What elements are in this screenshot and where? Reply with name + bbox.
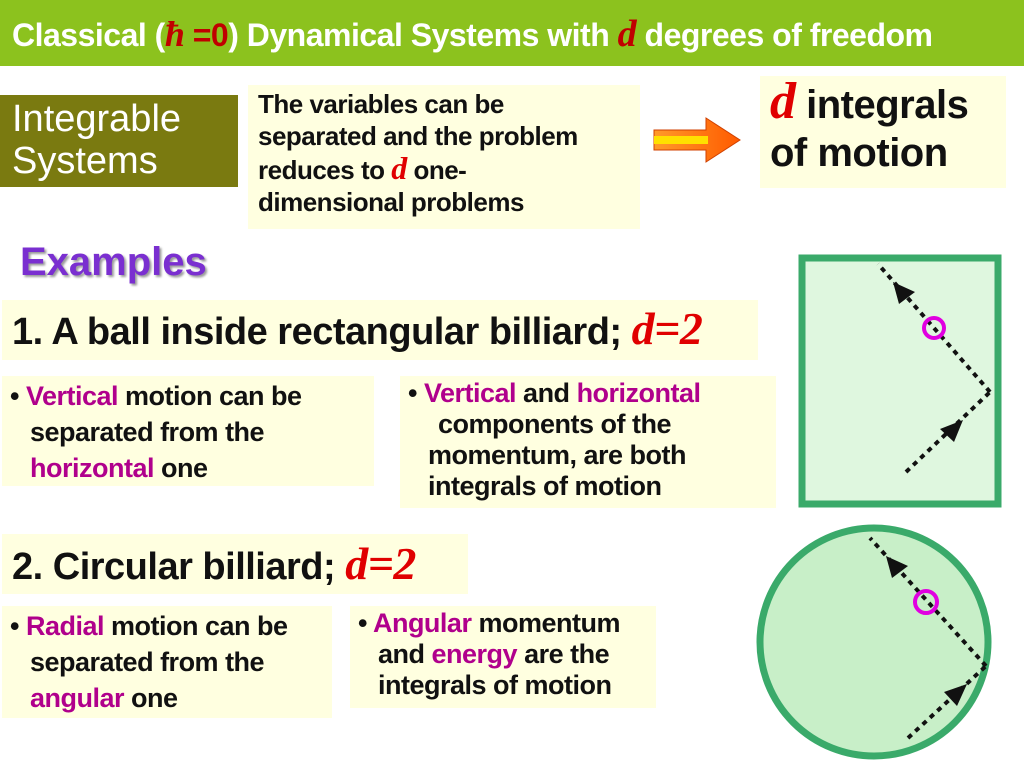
example1-bullet1-box xyxy=(2,376,374,486)
ball xyxy=(913,589,939,615)
example1-d-value: d=2 xyxy=(631,303,703,354)
title-d-symbol: d xyxy=(617,13,637,55)
rectangular-billiard-diagram xyxy=(798,254,1002,508)
right-arrow-icon xyxy=(653,117,741,163)
integrals-of-motion-label: d integrals of motion xyxy=(770,73,969,176)
slide-title: Classical (ħ =0) Dynamical Systems with … xyxy=(12,13,933,55)
example1-bullet2-box xyxy=(400,376,776,508)
hbar-symbol: ħ xyxy=(164,14,185,54)
trajectory-arrow-lower xyxy=(944,684,967,706)
example1-heading: 1. A ball inside rectangular billiard; d… xyxy=(12,303,703,354)
example2-bullet1: • Radial motion can be separated from th… xyxy=(10,611,288,713)
ball xyxy=(922,316,946,340)
circular-billiard-diagram xyxy=(756,524,992,760)
examples-heading: Examples xyxy=(20,240,207,284)
integrable-systems-label: Integrable Systems xyxy=(12,98,182,182)
example2-bullet1-box xyxy=(2,606,332,718)
example2-d-value: d=2 xyxy=(345,538,416,589)
integrable-systems-box xyxy=(0,95,238,187)
example2-bullet2-box xyxy=(350,606,656,708)
example2-heading-box xyxy=(2,534,468,594)
title-equals-zero: =0 xyxy=(184,17,229,53)
example1-bullet2: • Vertical and horizontal components of … xyxy=(408,378,701,501)
trajectory-arrow-lower xyxy=(940,420,963,442)
example1-bullet1: • Vertical motion can be separated from … xyxy=(10,381,302,483)
separation-description-box xyxy=(248,85,640,229)
example1-heading-box xyxy=(2,300,758,360)
separation-description: The variables can be separated and the p… xyxy=(258,89,578,217)
trajectory-arrow-upper xyxy=(886,556,908,578)
example2-heading: 2. Circular billiard; d=2 xyxy=(12,538,416,589)
title-bar xyxy=(0,0,1024,66)
trajectory-arrow-upper xyxy=(893,282,915,304)
example2-bullet2: • Angular momentum and energy are the in… xyxy=(358,608,620,700)
integrals-result-box xyxy=(760,76,1006,188)
